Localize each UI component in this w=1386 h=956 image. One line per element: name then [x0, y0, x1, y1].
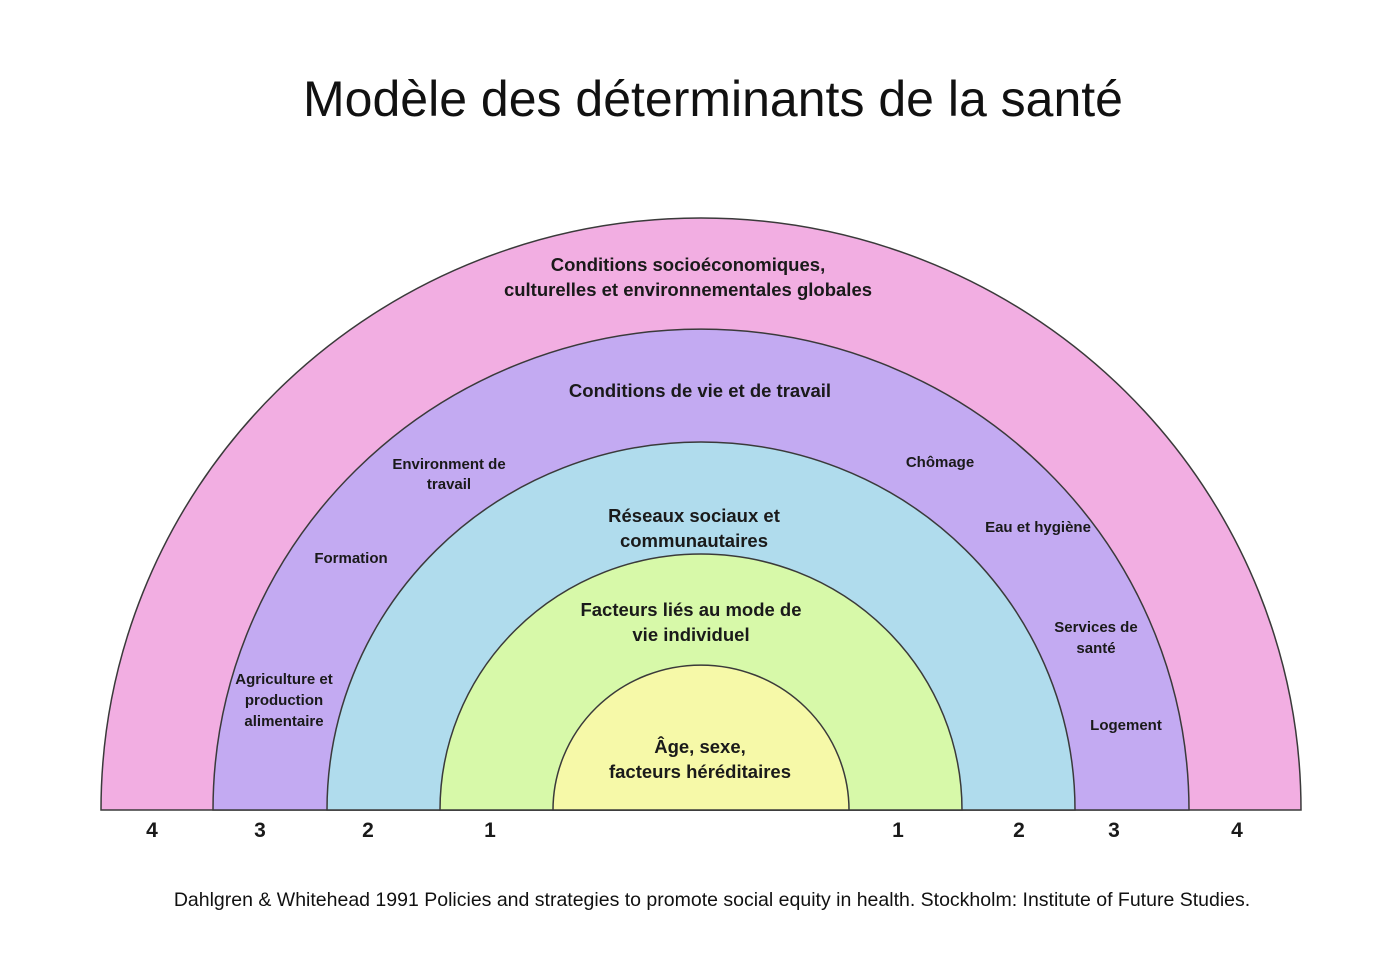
layer-1-label-line1: Facteurs liés au mode de [580, 599, 801, 620]
citation: Dahlgren & Whitehead 1991 Policies and s… [173, 889, 1251, 911]
core-arc [552, 664, 850, 811]
sector-services-line1: Services de [1054, 619, 1137, 636]
layer-3-label: Conditions de vie et de travail [569, 380, 831, 401]
layer-2-label-line1: Réseaux sociaux et [608, 505, 780, 526]
sector-environnement-line1: Environment de [392, 456, 505, 473]
page-title: Modèle des déterminants de la santé [303, 71, 1123, 127]
layer-number-left-1: 1 [484, 819, 496, 842]
sector-eau: Eau et hygiène [985, 519, 1091, 536]
layer-4-label-line1: Conditions socioéconomiques, [551, 254, 825, 275]
layer-number-right-1: 1 [892, 819, 904, 842]
layer-1-label-line2: vie individuel [632, 624, 749, 645]
layer-number-right-4: 4 [1231, 819, 1243, 842]
layer-number-right-2: 2 [1013, 819, 1025, 842]
sector-services-line2: santé [1076, 640, 1115, 657]
sector-environnement-line2: travail [427, 476, 471, 493]
core-label-line2: facteurs héréditaires [609, 761, 791, 782]
layer-number-left-4: 4 [146, 819, 158, 842]
sector-formation: Formation [314, 550, 387, 567]
layer-number-right-3: 3 [1108, 819, 1120, 842]
core-label-line1: Âge, sexe, [654, 736, 746, 757]
layer-number-left-2: 2 [362, 819, 374, 842]
layer-number-left-3: 3 [254, 819, 266, 842]
layer-4-label-line2: culturelles et environnementales globale… [504, 279, 872, 300]
sector-agriculture-line2: production [245, 692, 323, 709]
sector-agriculture-line3: alimentaire [244, 713, 323, 730]
sector-agriculture-line1: Agriculture et [235, 671, 333, 688]
sector-chomage: Chômage [906, 454, 974, 471]
layer-2-label-line2: communautaires [620, 530, 768, 551]
sector-logement: Logement [1090, 717, 1162, 734]
